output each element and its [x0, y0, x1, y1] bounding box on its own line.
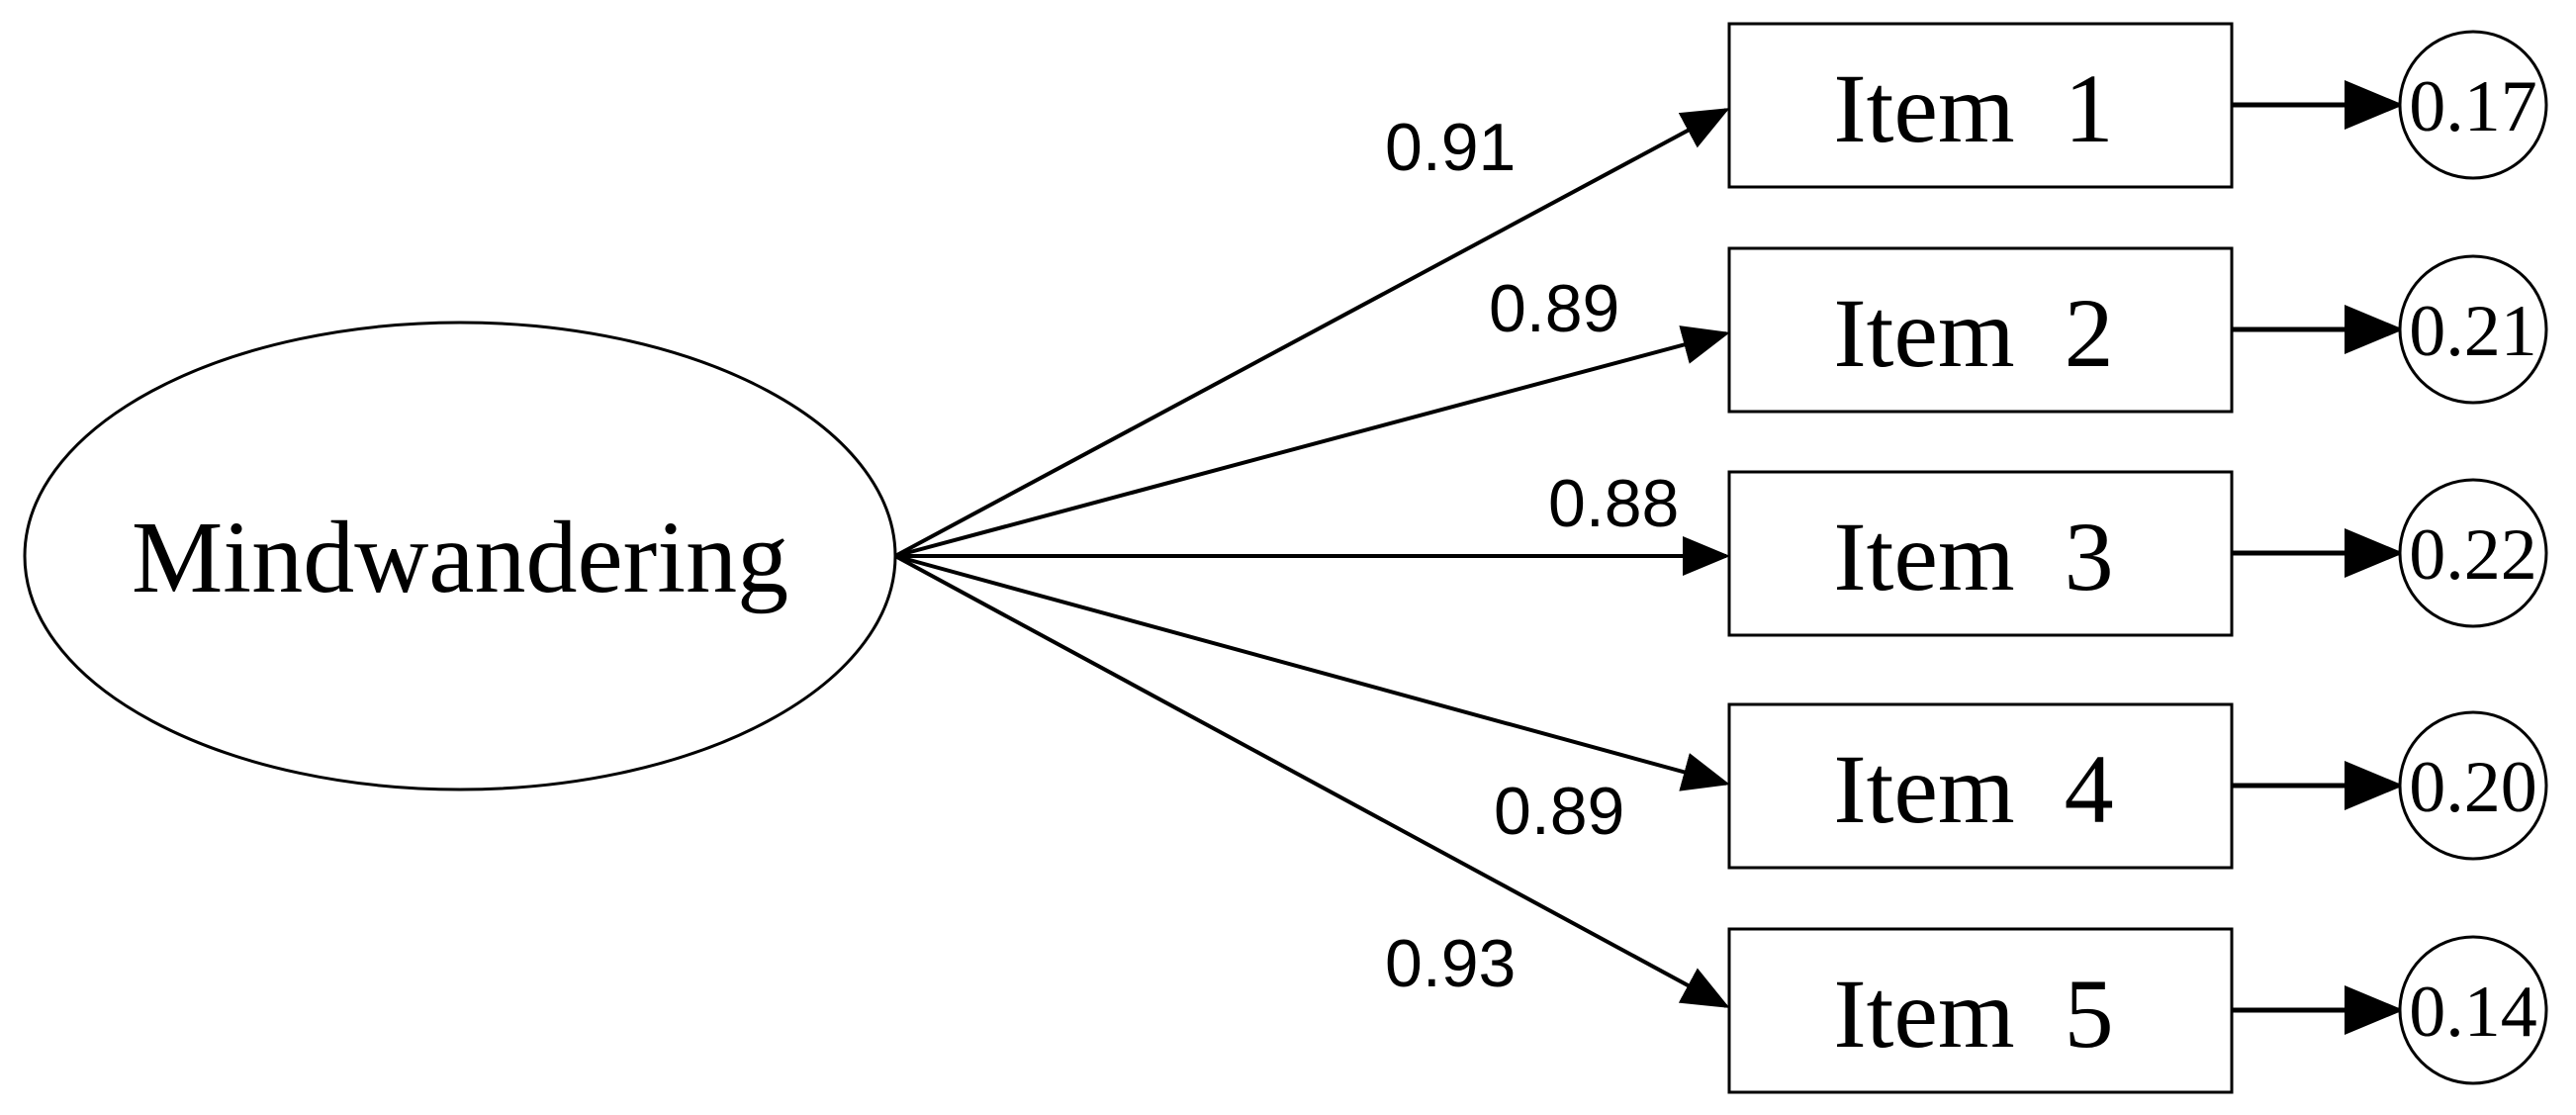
- loading-label-item-5: 0.93: [1385, 926, 1516, 1001]
- error-label-1: 0.17: [2409, 66, 2537, 147]
- item-label-1: Item 1: [1833, 53, 2113, 163]
- item-box-2: [1727, 246, 2234, 414]
- item-label-5: Item 5: [1833, 959, 2113, 1069]
- error-circle-5: [2398, 935, 2548, 1085]
- error-circle-2: [2398, 254, 2548, 405]
- item-box-4: [1727, 702, 2234, 870]
- loading-label-item-1: 0.91: [1385, 110, 1516, 185]
- loading-arrow-item-4: [894, 554, 1730, 791]
- error-circle-3: [2398, 478, 2548, 628]
- item-label-2: Item 2: [1833, 278, 2113, 388]
- item-label-4: Item 4: [1833, 734, 2113, 844]
- error-circle-4: [2398, 710, 2548, 861]
- error-label-4: 0.20: [2409, 747, 2537, 828]
- loading-arrow-item-1: [894, 108, 1730, 558]
- error-circle-1: [2398, 30, 2548, 180]
- loading-label-item-4: 0.89: [1494, 774, 1624, 849]
- loading-arrow-item-5: [894, 554, 1730, 1008]
- error-label-5: 0.14: [2409, 972, 2537, 1053]
- error-label-2: 0.21: [2409, 291, 2537, 372]
- loading-label-item-2: 0.89: [1489, 271, 1619, 346]
- loading-arrow-item-2: [894, 325, 1730, 558]
- item-box-1: [1727, 22, 2234, 189]
- item-box-3: [1727, 470, 2234, 637]
- item-label-3: Item 3: [1833, 502, 2113, 611]
- error-label-3: 0.22: [2409, 514, 2537, 596]
- latent-label: Mindwandering: [132, 501, 788, 614]
- item-box-5: [1727, 927, 2234, 1094]
- loading-label-item-3: 0.88: [1548, 466, 1679, 541]
